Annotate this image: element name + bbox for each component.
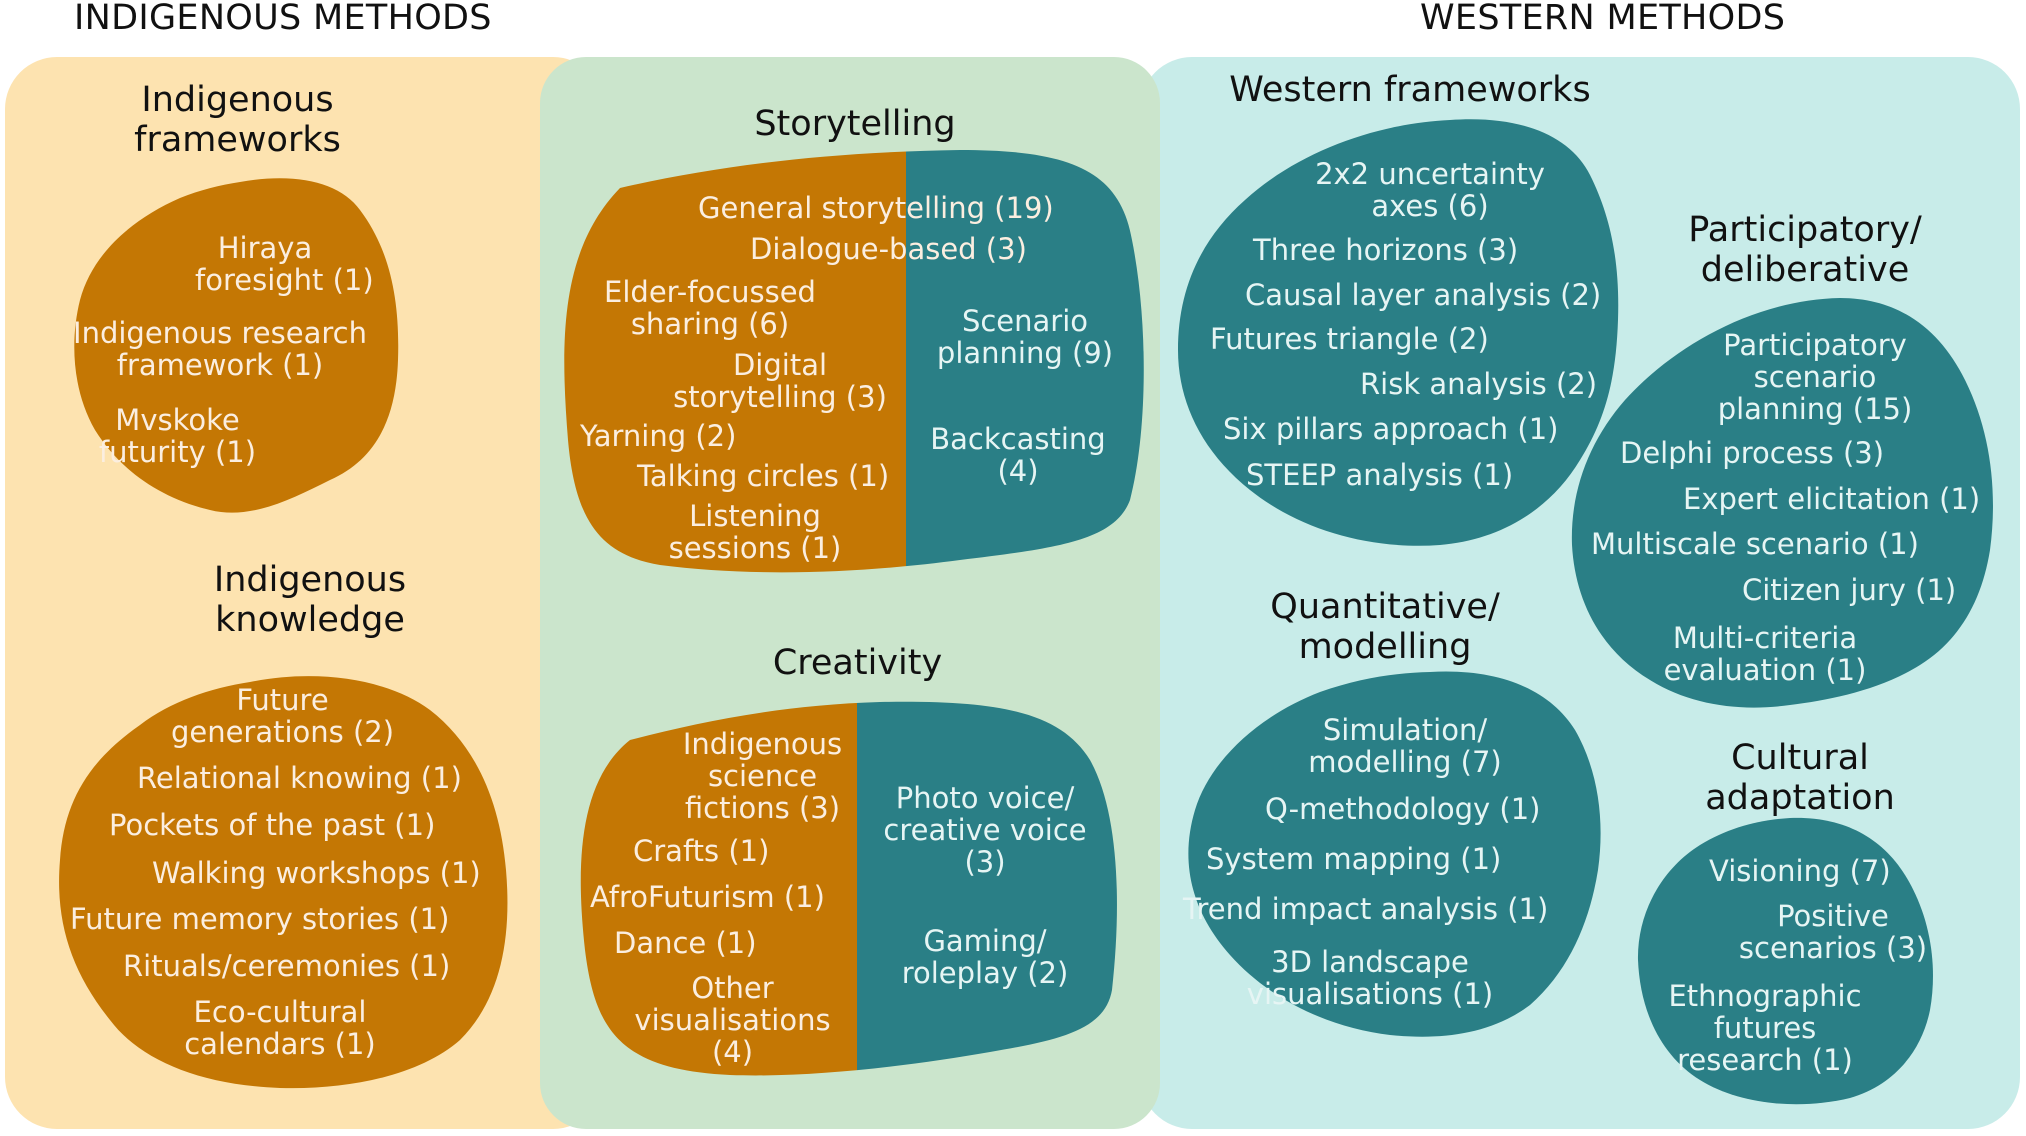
- method-item: Photo voice/creative voice(3): [883, 781, 1087, 879]
- title-line: deliberative: [1700, 250, 1910, 290]
- method-item: Citizen jury (1): [1742, 573, 1957, 607]
- storytelling-title: Storytelling: [754, 104, 956, 144]
- method-item: Delphi process (3): [1620, 436, 1885, 470]
- method-item: Talking circles (1): [637, 459, 890, 493]
- title-line: frameworks: [134, 120, 341, 160]
- method-item: Q-methodology (1): [1265, 792, 1541, 826]
- title-line: Quantitative/: [1270, 587, 1500, 627]
- cultural-blob: [1637, 817, 1933, 1105]
- participatory-title: Participatory/ deliberative: [1670, 210, 1940, 290]
- title-line: Participatory/: [1688, 210, 1922, 250]
- method-item: Futures triangle (2): [1210, 322, 1489, 356]
- method-item: STEEP analysis (1): [1246, 458, 1514, 492]
- title-line: knowledge: [215, 600, 405, 640]
- method-item: Yarning (2): [580, 419, 737, 453]
- method-item: Pockets of the past (1): [109, 808, 436, 842]
- method-item: Walking workshops (1): [152, 856, 481, 890]
- indigenous-methods-label: INDIGENOUS METHODS: [74, 0, 492, 38]
- method-item: Trend impact analysis (1): [1183, 892, 1549, 926]
- method-item: Future memory stories (1): [70, 902, 450, 936]
- method-item: Multiscale scenario (1): [1591, 527, 1919, 561]
- creativity-indigenous-half: [580, 701, 857, 1076]
- method-item: AfroFuturism (1): [590, 880, 825, 914]
- shared-method-item: Dialogue-based (3): [750, 232, 1027, 266]
- creativity-title: Creativity: [772, 643, 943, 683]
- indigenous-knowledge-title: Indigenous knowledge: [205, 560, 415, 640]
- indigenous-frameworks-blob: [74, 178, 399, 513]
- method-item: Expert elicitation (1): [1683, 482, 1981, 516]
- title-line: adaptation: [1705, 778, 1895, 818]
- method-item: Six pillars approach (1): [1223, 412, 1559, 446]
- storytelling-blob: [564, 150, 1144, 573]
- indigenous-knowledge-blob: [59, 676, 508, 1089]
- method-item: Backcasting(4): [930, 422, 1106, 488]
- method-item: Crafts (1): [633, 834, 770, 868]
- method-item: Gaming/roleplay (2): [901, 924, 1069, 990]
- western-frameworks-blob: [1178, 119, 1619, 546]
- participatory-blob: [1571, 298, 1993, 708]
- title-line: Indigenous: [141, 80, 334, 120]
- method-item: Simulation/modelling (7): [1308, 713, 1502, 779]
- western-frameworks-title: Western frameworks: [1229, 70, 1591, 110]
- method-item: Visioning (7): [1709, 854, 1891, 888]
- title-line: modelling: [1298, 627, 1472, 667]
- method-item: Dance (1): [614, 926, 757, 960]
- quantitative-title: Quantitative/ modelling: [1260, 587, 1510, 667]
- title-line: Cultural: [1731, 738, 1869, 778]
- creativity-western-half: [857, 701, 1117, 1076]
- title-line: Indigenous: [213, 560, 407, 600]
- western-methods-label: WESTERN METHODS: [1420, 0, 1786, 38]
- quantitative-blob: [1188, 671, 1601, 1037]
- method-item: Three horizons (3): [1253, 233, 1519, 267]
- shared-method-item: General storytelling (19): [698, 191, 1054, 225]
- method-item: System mapping (1): [1206, 842, 1502, 876]
- storytelling-western-half: [906, 150, 1144, 573]
- method-item: Rituals/ceremonies (1): [123, 949, 451, 983]
- method-item: Relational knowing (1): [137, 761, 462, 795]
- method-item: Risk analysis (2): [1360, 367, 1598, 401]
- cultural-title: Cultural adaptation: [1690, 738, 1910, 818]
- storytelling-indigenous-half: [564, 150, 906, 573]
- indigenous-frameworks-title: Indigenous frameworks: [130, 80, 345, 160]
- method-item: Causal layer analysis (2): [1245, 278, 1602, 312]
- creativity-blob: [580, 701, 1117, 1076]
